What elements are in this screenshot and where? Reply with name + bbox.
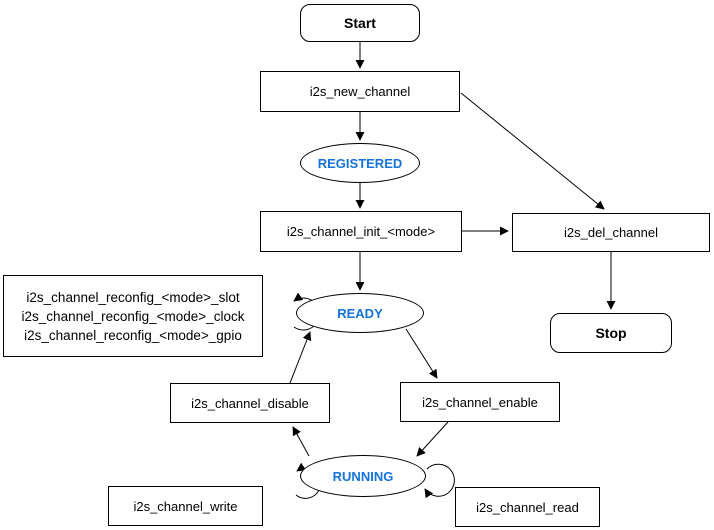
node-i2s-channel-read: i2s_channel_read bbox=[455, 487, 600, 527]
reconfig-line-slot: i2s_channel_reconfig_<mode>_slot bbox=[26, 289, 240, 305]
node-i2s-channel-write: i2s_channel_write bbox=[108, 486, 263, 526]
edge-disable-to-ready bbox=[289, 331, 312, 384]
state-ready-label: READY bbox=[337, 305, 383, 321]
state-registered: REGISTERED bbox=[300, 143, 420, 183]
node-i2s-channel-init: i2s_channel_init_<mode> bbox=[260, 211, 462, 252]
node-i2s-channel-enable: i2s_channel_enable bbox=[400, 382, 560, 422]
edge-new-channel-to-del-channel bbox=[460, 92, 605, 210]
node-stop: Stop bbox=[550, 313, 672, 353]
edge-running-to-disable bbox=[292, 426, 310, 457]
node-start: Start bbox=[300, 4, 420, 42]
edge-ready-to-enable bbox=[405, 328, 438, 379]
node-i2s-del-channel-label: i2s_del_channel bbox=[564, 225, 658, 240]
node-stop-label: Stop bbox=[595, 325, 627, 341]
node-i2s-del-channel: i2s_del_channel bbox=[512, 213, 710, 252]
node-i2s-new-channel: i2s_new_channel bbox=[260, 71, 460, 112]
node-i2s-channel-write-label: i2s_channel_write bbox=[133, 498, 238, 514]
reconfig-line-gpio: i2s_channel_reconfig_<mode>_gpio bbox=[24, 327, 242, 343]
edge-enable-to-running bbox=[416, 421, 449, 457]
node-i2s-channel-init-label: i2s_channel_init_<mode> bbox=[286, 224, 436, 239]
state-running: RUNNING bbox=[300, 455, 426, 497]
node-i2s-channel-enable-label: i2s_channel_enable bbox=[422, 394, 538, 410]
node-i2s-channel-reconfig: i2s_channel_reconfig_<mode>_slot i2s_cha… bbox=[3, 275, 263, 357]
state-registered-label: REGISTERED bbox=[317, 155, 403, 171]
node-start-label: Start bbox=[344, 15, 376, 31]
edge-running-self-loop-right bbox=[424, 463, 455, 499]
node-i2s-channel-disable: i2s_channel_disable bbox=[170, 383, 330, 423]
reconfig-line-clock: i2s_channel_reconfig_<mode>_clock bbox=[21, 308, 245, 324]
state-running-label: RUNNING bbox=[332, 468, 394, 484]
node-i2s-channel-read-label: i2s_channel_read bbox=[476, 499, 579, 515]
node-i2s-new-channel-label: i2s_new_channel bbox=[309, 84, 411, 99]
state-ready: READY bbox=[296, 293, 424, 333]
node-i2s-channel-disable-label: i2s_channel_disable bbox=[191, 395, 309, 411]
